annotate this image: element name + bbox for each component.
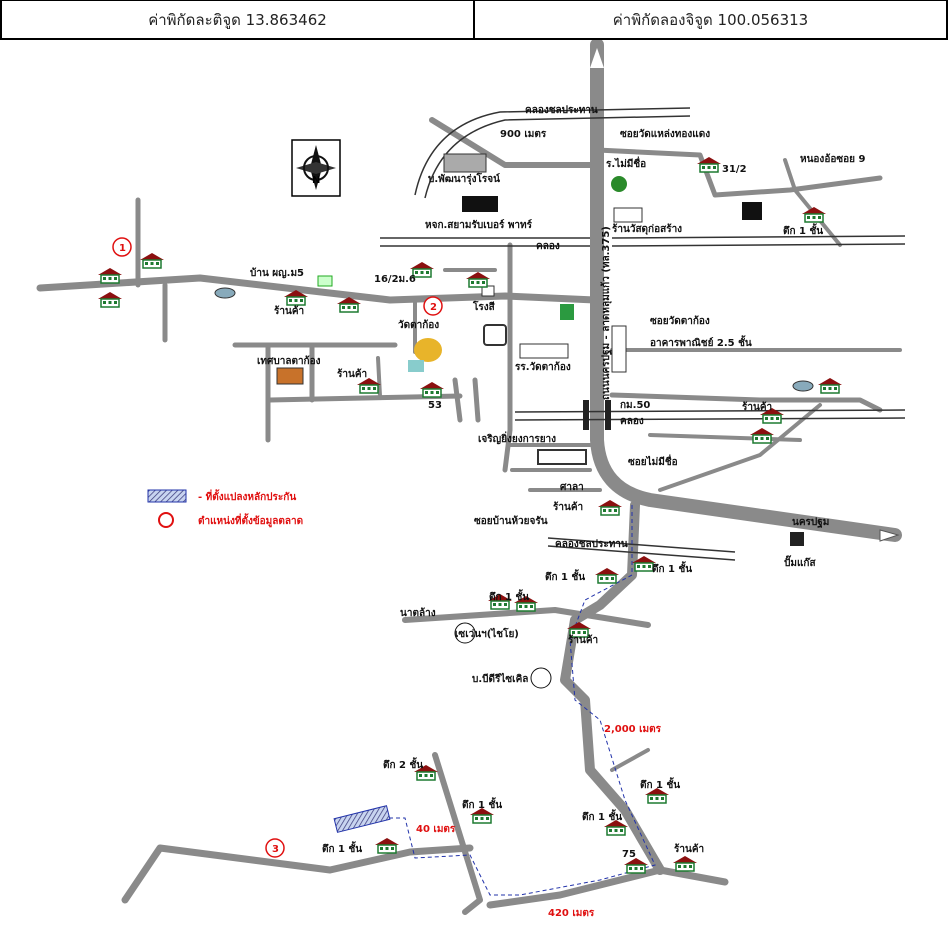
compass-icon: N: [291, 139, 341, 197]
marker-3-label: 3: [272, 844, 279, 855]
house-label: 75: [622, 849, 636, 860]
distance-label: 40 เมตร: [416, 824, 456, 835]
km-label: กม.50: [620, 400, 650, 411]
location-map: N - ที่ตั้งแปลงหลักประก: [36, 40, 906, 919]
water-tower-icon: [792, 380, 814, 392]
market-marker-2[interactable]: [423, 296, 443, 316]
shop-icon: [613, 207, 643, 223]
school-label: รร.วัดตาก้อง: [515, 361, 571, 373]
factory-marker: [530, 667, 552, 689]
factory-label: เจริญยิ่งยงการยาง: [478, 431, 556, 445]
house-label: 53: [428, 400, 442, 411]
municipality-label: เทศบาลตาก้อง: [257, 355, 321, 367]
road-label: หนองอ้อซอย 9: [800, 153, 865, 165]
road-label: ซอยไม่มีชื่อ: [628, 454, 678, 468]
pavilion-label: ศาลา: [560, 482, 584, 493]
canal-label: คลองชลประทาน: [555, 538, 628, 550]
clinic-label: ร.ไม่มีชื่อ: [606, 156, 646, 170]
building-label: ตึก 1 ชั้น: [582, 809, 622, 823]
shop-label: ร้านค้า: [568, 634, 598, 646]
house-label: 16/2ม.6: [374, 274, 416, 285]
road-label: ซอยวัดแหล่งทองแดง: [620, 128, 710, 140]
longitude-label: ค่าพิกัดลองจิจูด 100.056313: [473, 1, 946, 38]
legend-plot-swatch: [147, 489, 187, 503]
collateral-plot: [333, 805, 391, 833]
mail-icon: [317, 275, 333, 287]
factory-icon: [443, 153, 487, 173]
place-label: เซเว่นฯ(ไชโย): [455, 627, 519, 640]
temple-icon: [414, 338, 442, 362]
factory-icon: [462, 196, 498, 212]
office-icon: [408, 360, 424, 372]
building-label: ตึก 1 ชั้น: [322, 841, 362, 855]
distance-label: 420 เมตร: [548, 908, 595, 919]
market-marker-3[interactable]: [265, 838, 285, 858]
shop-label: ร้านค้า: [742, 401, 772, 413]
hospital-icon: [483, 324, 507, 346]
company-label: บ.บีดีรีไซเคิล: [472, 672, 528, 685]
arrow-nakhon-icon: [879, 529, 900, 542]
legend-market-label: ตำแหน่งที่ตั้งข้อมูลตลาด: [198, 513, 303, 528]
gas-station-label: ปั๊มแก๊ส: [784, 555, 816, 569]
shop-label: ร้านค้า: [674, 843, 704, 855]
rubber-factory-icon: [537, 449, 587, 465]
water-tower-icon: [214, 287, 236, 299]
building-label: ตึก 2 ชั้น: [383, 757, 423, 771]
latitude-label: ค่าพิกัดละติจูด 13.863462: [148, 10, 327, 29]
canal-label: คลองชลประทาน: [525, 104, 598, 116]
seven-eleven-icon: [560, 304, 574, 320]
marker-2-label: 2: [430, 302, 437, 313]
factory-marker: [454, 622, 476, 644]
canal-label: คลอง: [620, 416, 644, 427]
building-label: อาคารพาณิชย์ 2.5 ชั้น: [650, 335, 752, 349]
school-icon: [519, 343, 569, 359]
building-label: ตึก 1 ชั้น: [489, 589, 529, 603]
shop-label: ร้านค้า: [337, 368, 367, 380]
company-label: หจก.สยามรับเบอร์ พาทร์: [425, 219, 533, 231]
factory-label: บ.พัฒนารุ่งโรจน์: [428, 172, 500, 185]
road-label: ซอยวัดตาก้อง: [650, 315, 710, 327]
marker-1-label: 1: [119, 243, 126, 254]
building-label: ตึก 1 ชั้น: [462, 797, 502, 811]
commercial-building: [611, 325, 627, 373]
direction-label: นครปฐม: [792, 516, 829, 528]
factory-icon: [742, 202, 762, 220]
shop-label: ร้านค้า: [274, 305, 304, 317]
distance-label: 900 เมตร: [500, 129, 547, 140]
temple-label: วัดตาก้อง: [398, 319, 439, 331]
building-label: ตึก 1 ชั้น: [652, 561, 692, 575]
factory-label: โรงสี: [472, 300, 496, 313]
highway-375: [590, 40, 902, 542]
shop-label: ร้านวัสดุก่อสร้าง: [612, 223, 682, 235]
place-label: บ้าน ผญ.ม5: [250, 267, 304, 279]
road-label: ซอยบ้านห้วยจรัน: [474, 515, 548, 527]
building-label: ตึก 1 ชั้น: [640, 777, 680, 791]
coordinate-header: ค่าพิกัดละติจูด 13.863462 ค่าพิกัดลองจิจ…: [0, 0, 948, 40]
shop-label: ร้านค้า: [553, 501, 583, 513]
building-label: ตึก 1 ชั้น: [545, 569, 585, 583]
building-label: ตึก 1 ชั้น: [783, 223, 823, 237]
gas-station-icon: [790, 532, 804, 546]
market-marker-1[interactable]: [112, 237, 132, 257]
distance-label: 2,000 เมตร: [604, 724, 662, 735]
highway-label: ถนนนครปฐม - ลาดหลุมแก้ว (ทล.375): [600, 226, 612, 400]
mail-icon: [481, 285, 495, 297]
place-label: นาตล้าง: [400, 607, 436, 619]
legend-plot-label: - ที่ตั้งแปลงหลักประกัน: [198, 489, 296, 503]
clinic-icon: [611, 176, 627, 192]
municipality-icon: [276, 367, 304, 385]
legend-market-swatch: [158, 512, 174, 528]
svg-text:N: N: [312, 175, 320, 186]
north-arrow-icon: [590, 48, 604, 68]
house-label: 31/2: [722, 164, 747, 175]
canal-label: คลอง: [536, 241, 560, 252]
